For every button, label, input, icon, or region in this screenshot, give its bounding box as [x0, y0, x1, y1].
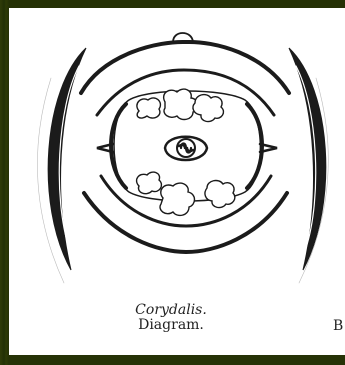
central-pistil [165, 137, 207, 160]
upper-outer-arc [81, 42, 289, 93]
edge-letter: B [333, 318, 343, 334]
left-bract [48, 48, 86, 270]
bottom-frame-strip [9, 355, 345, 365]
caption-title: Corydalis. [131, 303, 211, 318]
figure-plate: Corydalis. Diagram. B [9, 8, 345, 355]
right-bract [289, 48, 326, 270]
lower-stamens [137, 172, 235, 215]
caption-subtitle: Diagram. [131, 318, 211, 333]
figure-caption: Corydalis. Diagram. [131, 303, 211, 333]
